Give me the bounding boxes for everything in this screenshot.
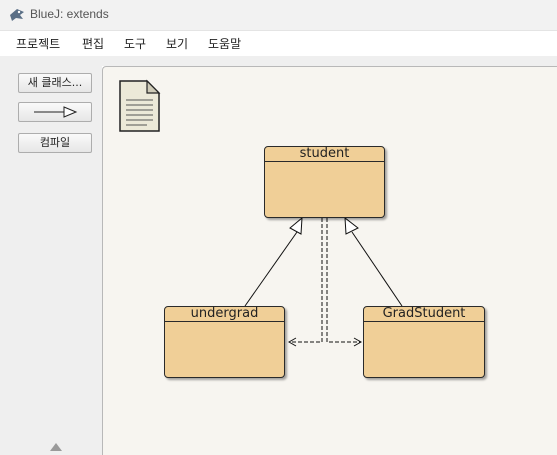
new-inheritance-arrow-button[interactable] [18, 102, 92, 122]
class-student-separator [265, 161, 384, 162]
class-student-name: student [299, 146, 350, 161]
sidebar: 새 클래스... 컴파일 [0, 56, 102, 455]
compile-button[interactable]: 컴파일 [18, 133, 92, 153]
class-diagram-canvas[interactable] [102, 66, 557, 455]
menu-edit[interactable]: 편집 [82, 37, 105, 51]
window-title: BlueJ: extends [30, 7, 109, 21]
readme-document-icon[interactable] [117, 78, 163, 134]
toolbar-spacer [102, 56, 557, 66]
menu-help[interactable]: 도움말 [208, 37, 242, 51]
class-gradstudent-name: GradStudent [382, 306, 466, 321]
inheritance-arrow-icon [34, 106, 78, 118]
menu-project[interactable]: 프로젝트 [16, 37, 61, 51]
bluej-bird-icon [10, 9, 24, 21]
menu-tools[interactable]: 도구 [124, 37, 147, 51]
menu-view[interactable]: 보기 [166, 37, 189, 51]
class-student[interactable]: student [264, 146, 385, 218]
class-undergrad[interactable]: undergrad [164, 306, 285, 378]
new-class-button[interactable]: 새 클래스... [18, 73, 92, 93]
menu-bar: 프로젝트 편집 도구 보기 도움말 [0, 31, 557, 55]
panel-collapse-icon[interactable] [50, 443, 62, 451]
class-gradstudent-separator [364, 321, 484, 322]
class-gradstudent[interactable]: GradStudent [363, 306, 485, 378]
title-bar: BlueJ: extends [0, 0, 557, 31]
class-undergrad-name: undergrad [190, 306, 259, 321]
class-undergrad-separator [165, 321, 284, 322]
